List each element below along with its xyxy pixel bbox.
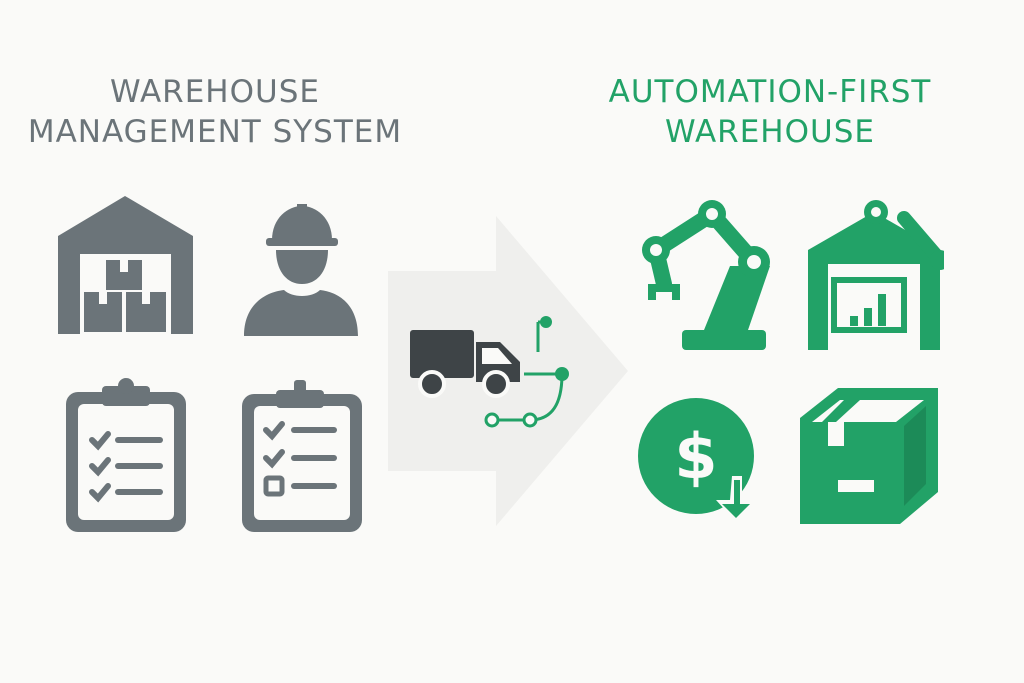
warehouse-icon <box>58 196 193 334</box>
robot-arm-icon <box>642 200 770 350</box>
checklist-icon <box>66 378 186 532</box>
right-title-line1: Automation-First <box>608 74 932 110</box>
right-title: Automation-First Warehouse <box>560 72 980 152</box>
route-icon <box>484 316 569 428</box>
right-title-line2: Warehouse <box>665 114 875 150</box>
left-title-line2: Management System <box>27 114 403 150</box>
checklist-icon <box>242 380 362 532</box>
package-icon <box>800 388 938 524</box>
delivery-truck-icon <box>410 330 520 398</box>
left-title-line1: Warehouse <box>110 74 320 110</box>
cost-reduction-icon: $ <box>638 398 756 522</box>
worker-icon <box>244 204 358 336</box>
svg-text:$: $ <box>674 420 717 493</box>
left-title: Warehouse Management System <box>10 72 420 152</box>
smart-warehouse-icon <box>808 200 944 350</box>
